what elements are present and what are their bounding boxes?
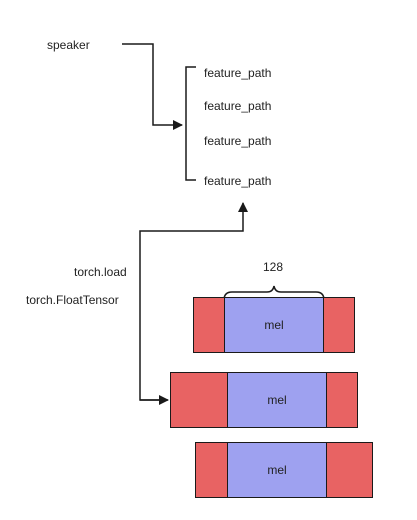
mel-label: mel	[264, 318, 284, 332]
mel-segment: mel	[227, 372, 327, 428]
padding-right	[326, 442, 373, 498]
mel-label: mel	[267, 393, 287, 407]
padding-left	[193, 297, 225, 353]
padding-left	[195, 442, 228, 498]
feature-path-3: feature_path	[204, 134, 272, 148]
mel-label: mel	[267, 463, 287, 477]
torch-float-tensor-label: torch.FloatTensor	[26, 293, 119, 307]
padding-right	[323, 297, 355, 353]
padding-left	[170, 372, 228, 428]
speaker-connector	[122, 43, 183, 130]
mel-segment: mel	[224, 297, 324, 353]
width-brace	[223, 285, 325, 301]
feature-path-2: feature_path	[204, 99, 272, 113]
feature-path-bracket	[185, 66, 196, 181]
speaker-label: speaker	[47, 38, 90, 52]
feature-path-4: feature_path	[204, 174, 272, 188]
feature-path-1: feature_path	[204, 66, 272, 80]
padding-right	[326, 372, 358, 428]
torch-load-label: torch.load	[74, 265, 127, 279]
width-label: 128	[263, 260, 284, 274]
mel-segment: mel	[227, 442, 327, 498]
